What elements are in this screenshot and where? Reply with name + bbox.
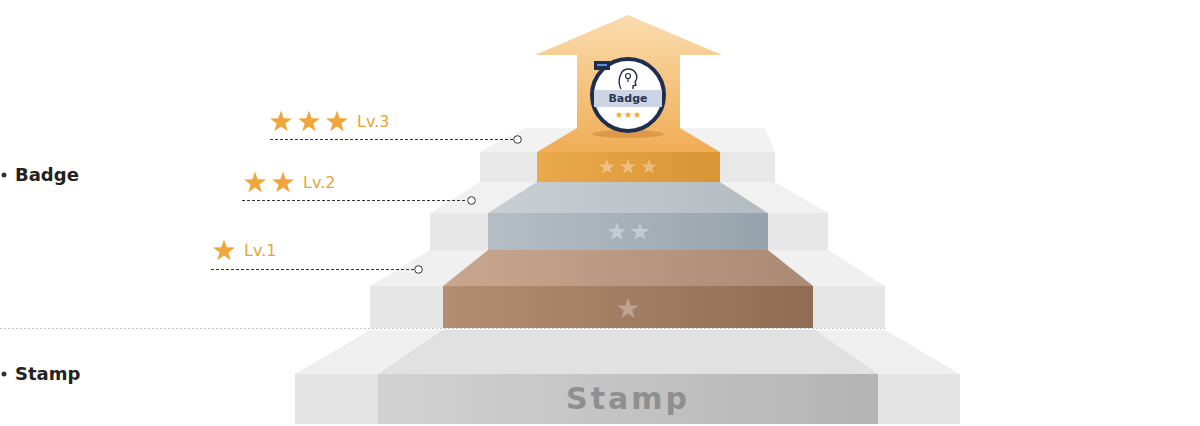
level-3-step-part: [599, 159, 614, 173]
logo-mark: [597, 64, 607, 66]
badge-title: Badge: [594, 90, 662, 107]
section-divider: [0, 328, 885, 329]
level-1-step-part: [443, 250, 813, 286]
up-arrow-part: [535, 15, 722, 152]
level-stars-part: [298, 111, 320, 132]
level-leaders-part: [468, 197, 476, 205]
level-leaders-part: [242, 200, 467, 201]
level-2-step-part: [488, 182, 768, 213]
section-divider-part: [0, 328, 885, 329]
level-stars-part: [270, 111, 292, 132]
stamp-step-part: [295, 374, 960, 424]
stamp-step-part: [378, 374, 878, 424]
bullet-dots-part: [2, 173, 7, 178]
level-2-step-part: [430, 182, 828, 213]
step-title: Stamp: [566, 384, 690, 414]
level-leaders: [211, 136, 521, 274]
level-3-step-part: [537, 152, 720, 182]
stamp-step-face: Stamp: [378, 374, 878, 424]
stamp-step-part: [378, 330, 878, 374]
level-label: Lv.3: [357, 112, 389, 131]
logo-mark: [594, 61, 610, 70]
badge-star: [615, 111, 622, 118]
head-icon: [626, 74, 631, 79]
stamp-step: [295, 330, 960, 424]
level-label: Lv.1: [244, 241, 276, 260]
level-2-step-part: [631, 223, 649, 240]
level-3-step: [480, 128, 775, 182]
level-leaders-part: [514, 136, 522, 144]
level-1-step-part: [618, 298, 639, 318]
level-stars: [213, 111, 348, 261]
level-2-step-part: [608, 223, 626, 240]
stamp-step-part: [295, 330, 960, 374]
head-icon: [627, 79, 628, 83]
level-2-step-part: [488, 213, 768, 250]
level-3-step-part: [480, 152, 775, 182]
up-arrow: [535, 15, 722, 152]
badge-star: [633, 111, 640, 118]
level-1-step-part: [443, 286, 813, 328]
level-3-step-part: [620, 159, 635, 173]
level-leaders-part: [270, 139, 513, 140]
bullet-dots-part: [2, 372, 7, 377]
bullet-dots: [2, 173, 7, 377]
level-stars-part: [326, 111, 348, 132]
level-1-step: [370, 250, 885, 328]
badge-emblem: Badge: [590, 57, 666, 133]
level-stars-part: [213, 240, 235, 261]
level-stars-part: [272, 172, 294, 193]
level-leaders-part: [211, 269, 414, 270]
level-leaders-part: [415, 266, 423, 274]
section-label: Stamp: [15, 363, 80, 385]
level-stars-part: [244, 172, 266, 193]
level-3-step-part: [641, 159, 656, 173]
badge-star: [624, 111, 631, 118]
section-label: Badge: [15, 164, 79, 186]
level-1-step-part: [370, 286, 885, 328]
level-2-step: [430, 182, 828, 250]
head-icon: [619, 69, 637, 89]
level-1-step-part: [370, 250, 885, 286]
level-label: Lv.2: [303, 173, 335, 192]
level-2-step-part: [430, 213, 828, 250]
